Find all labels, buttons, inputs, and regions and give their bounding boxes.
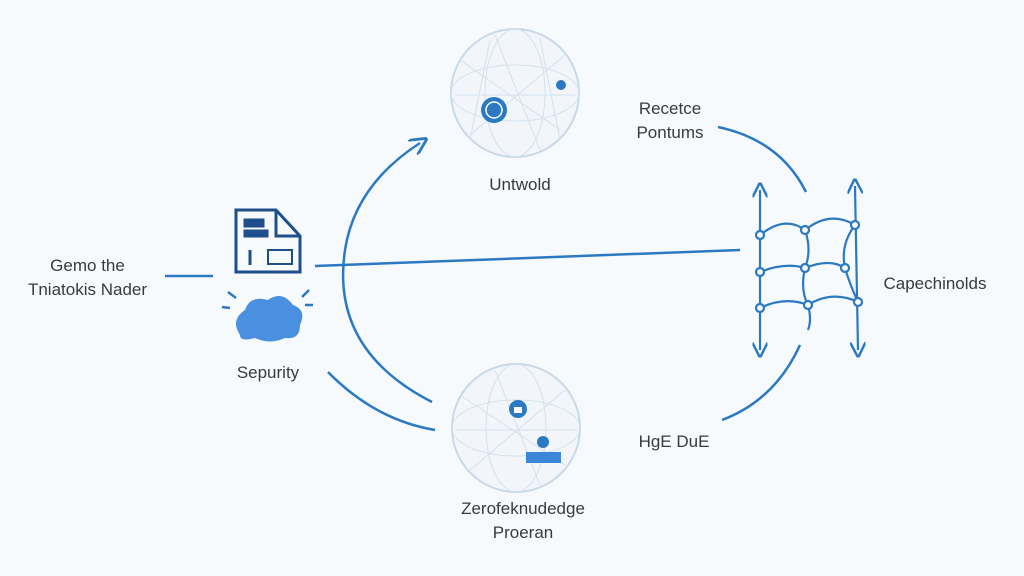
mesh-grid-icon	[756, 186, 862, 350]
bottom-globe	[451, 363, 581, 493]
cloud-icon	[221, 289, 313, 342]
top-right-line-2: Pontums	[636, 123, 704, 142]
top-globe	[450, 28, 580, 158]
bottom-globe-label: Zerofeknudedge Proeran	[443, 497, 603, 545]
right-grid-label: Capechinolds	[883, 274, 987, 293]
globe-icon	[481, 97, 507, 123]
top-globe-label: Untwold	[489, 175, 551, 194]
bottom-globe-line-2: Proeran	[492, 523, 554, 542]
left-node-label: Gemo the Tniatokis Nader	[10, 254, 165, 302]
document-icon	[234, 208, 302, 274]
security-label: Sepurity	[236, 363, 300, 382]
top-right-label: Recetce Pontums	[615, 97, 725, 145]
bottom-globe-line-1: Zerofeknudedge	[461, 499, 585, 518]
bottom-right-label: HgE DuE	[638, 432, 710, 451]
left-node-line-2: Tniatokis Nader	[27, 280, 148, 299]
connectors	[165, 125, 808, 432]
top-right-line-1: Recetce	[638, 99, 702, 118]
left-node-line-1: Gemo the	[50, 256, 125, 275]
